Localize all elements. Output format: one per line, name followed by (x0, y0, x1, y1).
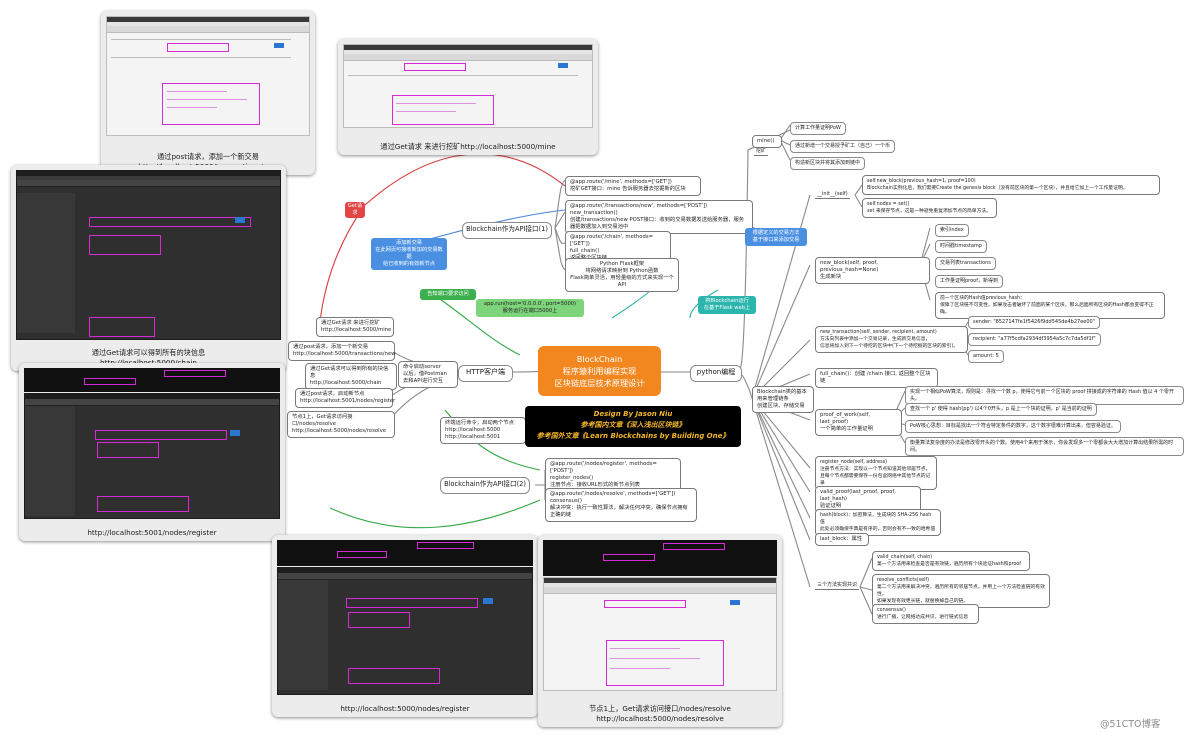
screenshot-get-chain: 通过Get请求可以得到所有的块信息 http://localhost:5000/… (11, 165, 286, 371)
tx-recipient: recipient: "a77f5cdfa2934df3954a5c7c7da5… (968, 333, 1101, 346)
green-mid-connector (436, 296, 521, 356)
teal-connector-2 (689, 289, 719, 319)
consensus-broadcast: consensus() 进行广播，让网络达成共识，进行链式信息 (872, 604, 979, 624)
pow-difficulty: 衡量算法复杂度的办法是修改零开头的个数。使用4个来用于演示，你会发现多一个零都会… (905, 437, 1184, 457)
consensus-resolve-conflicts: resolve_conflicts(self) 第二个方法用来解决冲突，遍历所有… (872, 574, 1050, 608)
mine-step-pow: 计算工作量证明PoW (790, 122, 846, 135)
py-new-block: new_block(self, proof, previous_hash=Non… (815, 257, 930, 284)
py-last-block: last_block：属性 (815, 533, 869, 546)
route-nodes-register: @app.route('/nodes/register', methods=['… (545, 458, 681, 492)
red-arc-connector-2 (319, 204, 366, 323)
branch-python: python编程 (690, 365, 742, 382)
callout-blue-left: 添加新交易 在此网页可接收新加的交易数据 给已收到的有效新节点 (371, 238, 447, 270)
callout-green-app: app.run(host='0.0.0.0', port=5000) 服务运行在… (476, 299, 584, 317)
leaf-resolve: 节点1上，Get请求访问接口/nodes/resolve http://loca… (287, 411, 395, 438)
py-mine: mine() (752, 135, 782, 148)
credits-banner: Design By Jason Niu 参考国内文章《深入浅出区块链》 参考国外… (525, 406, 741, 447)
py-hash: hash(block)：加密算法，生成块的 SHA-256 hash值 此处必须… (815, 509, 941, 536)
api2-label: Blockchain作为API接口(2) (440, 477, 530, 494)
callout-red: Get请求 (345, 202, 365, 218)
consensus-valid-chain: valid_chain(self, chain) 第一个方法用来检查是否是有效链… (872, 551, 1030, 571)
watermark: @51CTO博客 (1100, 719, 1161, 730)
caption-get-chain: 通过Get请求可以得到所有的块信息 http://localhost:5000/… (91, 348, 206, 367)
caption-register-5000: http://localhost:5000/nodes/register (340, 703, 470, 713)
credit-author: Design By Jason Niu (593, 410, 673, 418)
route-transactions-new: @app.route('/transactions/new', methods=… (565, 200, 753, 234)
caption-register-5001: http://localhost:5001/nodes/register (87, 527, 217, 537)
api1-label: Blockchain作为API接口(1) (462, 222, 552, 239)
red-arc-connector (364, 153, 566, 206)
pow-core-idea: PoW核心思想：目标是找出一个符合特定条件的数字，这个数字很难计算出来，但容易验… (905, 420, 1121, 433)
pow-search: 查找一个 p' 使得 hash(pp') 以4个0开头，p 是上一个块的证明，p… (905, 403, 1097, 416)
py-blockchain-class-note: Blockchain类的基本 用来管理链条 创建区块、存储交易 (752, 386, 814, 413)
init-nodes-set: self.nodes = set() set 来保存节点，这是一种避免重复添加节… (862, 198, 997, 218)
leaf-get-mine: 通过Get请求 来进行挖矿 http://localhost:5000/mine (316, 317, 394, 337)
leaf-postman: 命令启动server 以后，借Postman 去和API进行交互 (398, 361, 458, 388)
tx-sender: sender: "8527147fe1f5426f9dd545de4b27ee0… (968, 316, 1101, 329)
mine-step-append: 构造新区块并将其添加到链中 (790, 157, 866, 170)
mine-step-reward: 通过新增一个交易授予矿工（自己）一个币 (790, 140, 896, 153)
central-topic: BlockChain 程序猿利用编程实现 区块链底层技术原理设计 (538, 346, 661, 396)
leaf-terminal: 终端运行命令，启动两个节点 http://localhost:5000 http… (440, 417, 526, 444)
leaf-post-register: 通过post请求，启动新节点 http://localhost:5001/nod… (295, 388, 395, 408)
branch-http-client: HTTP客户端 (458, 365, 513, 382)
green-bottom-connector (329, 499, 541, 529)
py-proof-of-work: proof_of_work(self, last_proof) 一个简单的工作量… (815, 409, 902, 436)
route-mine: @app.route('/mine', methods=['GET']) 挖矿G… (565, 176, 701, 196)
callout-teal: 将Blockchain运行 在基于Flask web上 (698, 296, 756, 314)
py-new-transaction: new_transaction(self, sender, recipient,… (815, 326, 968, 353)
flask-framework: Python Flask框架 将网络请求映射到 Python函数 Flask简单… (565, 258, 679, 292)
tx-amount: amount: 5 (968, 350, 1004, 363)
credit-domestic: 参考国内文章《深入浅出区块链》 (580, 421, 686, 429)
py-register-node: register_node(self, address) 注册节点方法：实现以一… (815, 456, 937, 490)
py-consensus-label: 三个方法实现共识 (815, 582, 860, 590)
block-field-transactions: 交易列表transactions (935, 257, 996, 270)
leaf-post-transactions: 通过post请求，添加一个新交易 http://localhost:5000/t… (288, 341, 395, 361)
credit-foreign: 参考国外文章《Learn Blockchains by Building One… (536, 432, 730, 440)
screenshot-register-5001: http://localhost:5001/nodes/register (19, 363, 285, 541)
block-field-index: 索引index (935, 224, 969, 237)
callout-blue-right: 根据定义的交易方法 基于接口来添加交易 (745, 228, 807, 246)
py-full-chain: full_chain()：创建 /chain 接口, 返回整个区块链 (815, 368, 938, 388)
route-nodes-resolve: @app.route('/nodes/resolve', methods=['G… (545, 488, 697, 522)
block-field-proof: 工作量证明proof，新得到 (935, 275, 1003, 288)
leaf-get-chain: 通过Get请求可以得到所有的块信息 http://localhost:5000/… (305, 363, 397, 390)
py-mine-sub: 挖矿 (754, 148, 769, 156)
screenshot-register-5000: http://localhost:5000/nodes/register (272, 535, 538, 717)
screenshot-get-mine: 通过Get请求 来进行挖矿http://localhost:5000/mine (338, 39, 598, 155)
init-genesis: self.new_block(previous_hash=1, proof=10… (862, 175, 1160, 195)
screenshot-post-transactions: 通过post请求，添加一个新交易 http://localhost:5000/t… (101, 11, 315, 175)
py-init: __init__(self) (815, 191, 850, 199)
block-field-timestamp: 时间戳timestamp (935, 240, 987, 253)
callout-green: 告知端口要求访问 (420, 289, 476, 300)
block-field-previous-hash: 前一个区块的Hash值previous_hash： 保障了区块链不可变性。如果攻… (935, 292, 1165, 319)
caption-get-mine: 通过Get请求 来进行挖矿http://localhost:5000/mine (380, 141, 556, 151)
caption-resolve: 节点1上，Get请求访问接口/nodes/resolve http://loca… (589, 704, 731, 723)
screenshot-resolve: 节点1上，Get请求访问接口/nodes/resolve http://loca… (538, 535, 782, 727)
